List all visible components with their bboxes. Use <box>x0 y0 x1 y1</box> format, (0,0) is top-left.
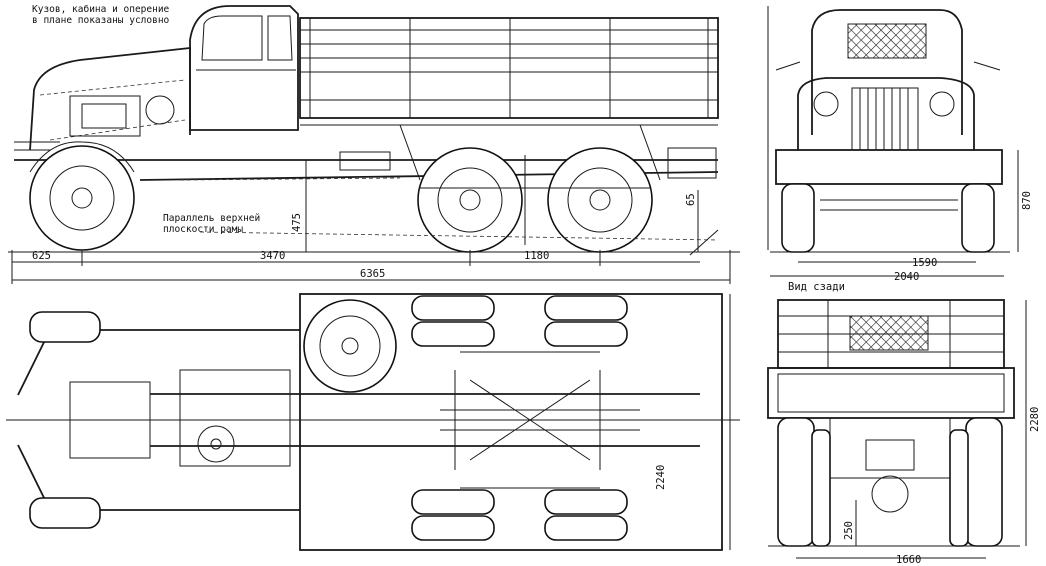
hood-engine-side <box>14 46 191 151</box>
rear-view-title: Вид сзади <box>788 281 845 293</box>
dim-front-height: 870 <box>1021 191 1033 210</box>
note-frame-parallel-line2: плоскости рамы <box>163 224 243 235</box>
dim-rear-height: 2280 <box>1029 407 1041 432</box>
rear-wheel-2-side <box>547 147 653 253</box>
steering-wheel <box>197 425 235 463</box>
rear-view: Вид сзади 1660 2280 250 <box>767 281 1041 566</box>
dim-front-width: 2040 <box>894 271 919 283</box>
dim-front-overhang: 625 <box>32 250 51 262</box>
side-view: Кузов, кабина и оперение в плане показан… <box>8 4 740 284</box>
front-view: 1590 2040 870 <box>767 6 1033 283</box>
dim-front-track: 1590 <box>912 257 937 269</box>
dim-wheelbase: 3470 <box>260 250 285 262</box>
rear-wheel-1-side <box>417 147 523 253</box>
front-wheel-side <box>29 141 135 251</box>
dim-total-length: 6365 <box>360 268 385 280</box>
bogie-spring <box>420 155 650 245</box>
cab-side <box>189 5 299 131</box>
spare-wheel-plan <box>303 299 397 393</box>
dim-rear-track: 1660 <box>896 554 921 566</box>
rear-view-mesh <box>849 315 929 351</box>
dim-rear-bogie: 1180 <box>524 250 549 262</box>
dim-ground-clearance: 250 <box>843 521 855 540</box>
side-dimension-lines <box>11 160 731 284</box>
note-plan-conventional-line1: Кузов, кабина и оперение <box>32 4 170 15</box>
note-plan-conventional-line2: в плане показаны условно <box>32 15 170 26</box>
cargo-body-side <box>299 17 719 126</box>
dim-frame-height: 475 <box>291 213 303 232</box>
rear-window-mesh <box>847 23 927 59</box>
dim-plan-width: 2240 <box>655 465 667 490</box>
rear-tires-plan <box>411 295 628 541</box>
plan-view: 2240 <box>6 293 740 551</box>
note-frame-parallel-line1: Параллель верхней <box>163 213 260 224</box>
dim-angle: 65 <box>685 193 697 206</box>
